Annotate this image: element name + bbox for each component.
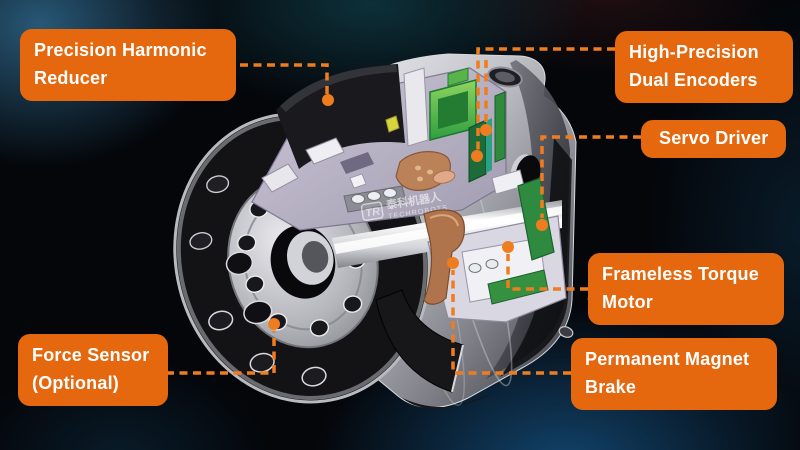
endcap-hole bbox=[558, 326, 574, 338]
copper-sleeve bbox=[432, 170, 456, 184]
leader-harmonic-reducer bbox=[240, 63, 329, 94]
cut-facet bbox=[305, 137, 345, 165]
copper-winding-center bbox=[423, 209, 465, 305]
logo-mark-box bbox=[360, 201, 384, 221]
bearing-ball bbox=[367, 191, 381, 201]
dot-encoder-upper bbox=[480, 124, 492, 136]
callout-servo-driver: Servo Driver bbox=[641, 120, 787, 158]
brake-band bbox=[375, 289, 464, 393]
driver-column-pcb bbox=[494, 91, 506, 163]
upper-cutaway-section bbox=[251, 64, 525, 231]
callout-magnet-brake-label: Permanent Magnet Brake bbox=[585, 349, 750, 397]
dot-force-sensor bbox=[268, 318, 280, 330]
flange-oval-hole bbox=[225, 251, 254, 276]
rim-hole bbox=[301, 366, 327, 387]
rim-hole bbox=[208, 310, 234, 331]
flange-oval-hole bbox=[243, 300, 273, 325]
callout-dual-encoders-label: High-Precision Dual Encoders bbox=[629, 42, 759, 90]
callout-torque-motor: Frameless Torque Motor bbox=[588, 253, 784, 325]
bearing-ball bbox=[351, 194, 365, 204]
callout-servo-driver-label: Servo Driver bbox=[659, 128, 769, 148]
leader-force-sensor bbox=[166, 331, 276, 375]
cut-facet bbox=[261, 163, 299, 193]
dot-harmonic-reducer bbox=[322, 94, 334, 106]
dot-servo-driver bbox=[536, 219, 548, 231]
sensor-chip-yellow bbox=[385, 115, 400, 133]
housing-bottom-shade bbox=[398, 394, 492, 409]
copper-strand bbox=[417, 176, 423, 182]
bearing-ball bbox=[485, 259, 499, 269]
reducer-band-sheen bbox=[280, 65, 397, 112]
leader-servo-driver bbox=[540, 135, 641, 218]
dot-encoder-lower bbox=[471, 150, 483, 162]
motor-pcb-strip bbox=[487, 269, 549, 305]
copper-strand bbox=[427, 169, 433, 175]
encoder-pcb-inner bbox=[438, 91, 468, 129]
callout-torque-motor-label: Frameless Torque Motor bbox=[602, 264, 759, 312]
support-column bbox=[403, 67, 429, 147]
callout-harmonic-reducer-label: Precision Harmonic Reducer bbox=[34, 40, 207, 88]
logo-mark: TR bbox=[365, 206, 381, 220]
copper-strand bbox=[415, 165, 421, 171]
cut-recess bbox=[340, 152, 374, 174]
callout-force-sensor-label: Force Sensor (Optional) bbox=[32, 345, 150, 393]
callout-harmonic-reducer: Precision Harmonic Reducer bbox=[20, 29, 236, 101]
bearing-ball bbox=[383, 188, 397, 198]
callout-dots bbox=[268, 94, 548, 330]
copper-hook-sheen bbox=[429, 214, 459, 227]
encoder-pcb-small bbox=[447, 67, 469, 87]
brake-band-edge bbox=[451, 344, 464, 393]
callout-dual-encoders: High-Precision Dual Encoders bbox=[615, 31, 793, 103]
servo-driver-pcb bbox=[517, 177, 555, 261]
dot-torque-motor bbox=[502, 241, 514, 253]
callout-force-sensor: Force Sensor (Optional) bbox=[18, 334, 168, 406]
cut-facet-small bbox=[349, 173, 367, 189]
dot-magnet-brake bbox=[447, 257, 459, 269]
bore-depth bbox=[301, 240, 329, 273]
top-boss-inner bbox=[495, 71, 515, 83]
rim-hole bbox=[206, 175, 230, 194]
callout-leader-lines bbox=[166, 47, 641, 375]
bearing-ball bbox=[468, 263, 482, 273]
lower-cutaway-section bbox=[423, 177, 567, 323]
housing-far-shadow bbox=[500, 138, 572, 377]
callout-magnet-brake: Permanent Magnet Brake bbox=[571, 338, 777, 410]
leader-dual-encoders bbox=[476, 47, 615, 150]
rim-hole bbox=[189, 232, 213, 250]
